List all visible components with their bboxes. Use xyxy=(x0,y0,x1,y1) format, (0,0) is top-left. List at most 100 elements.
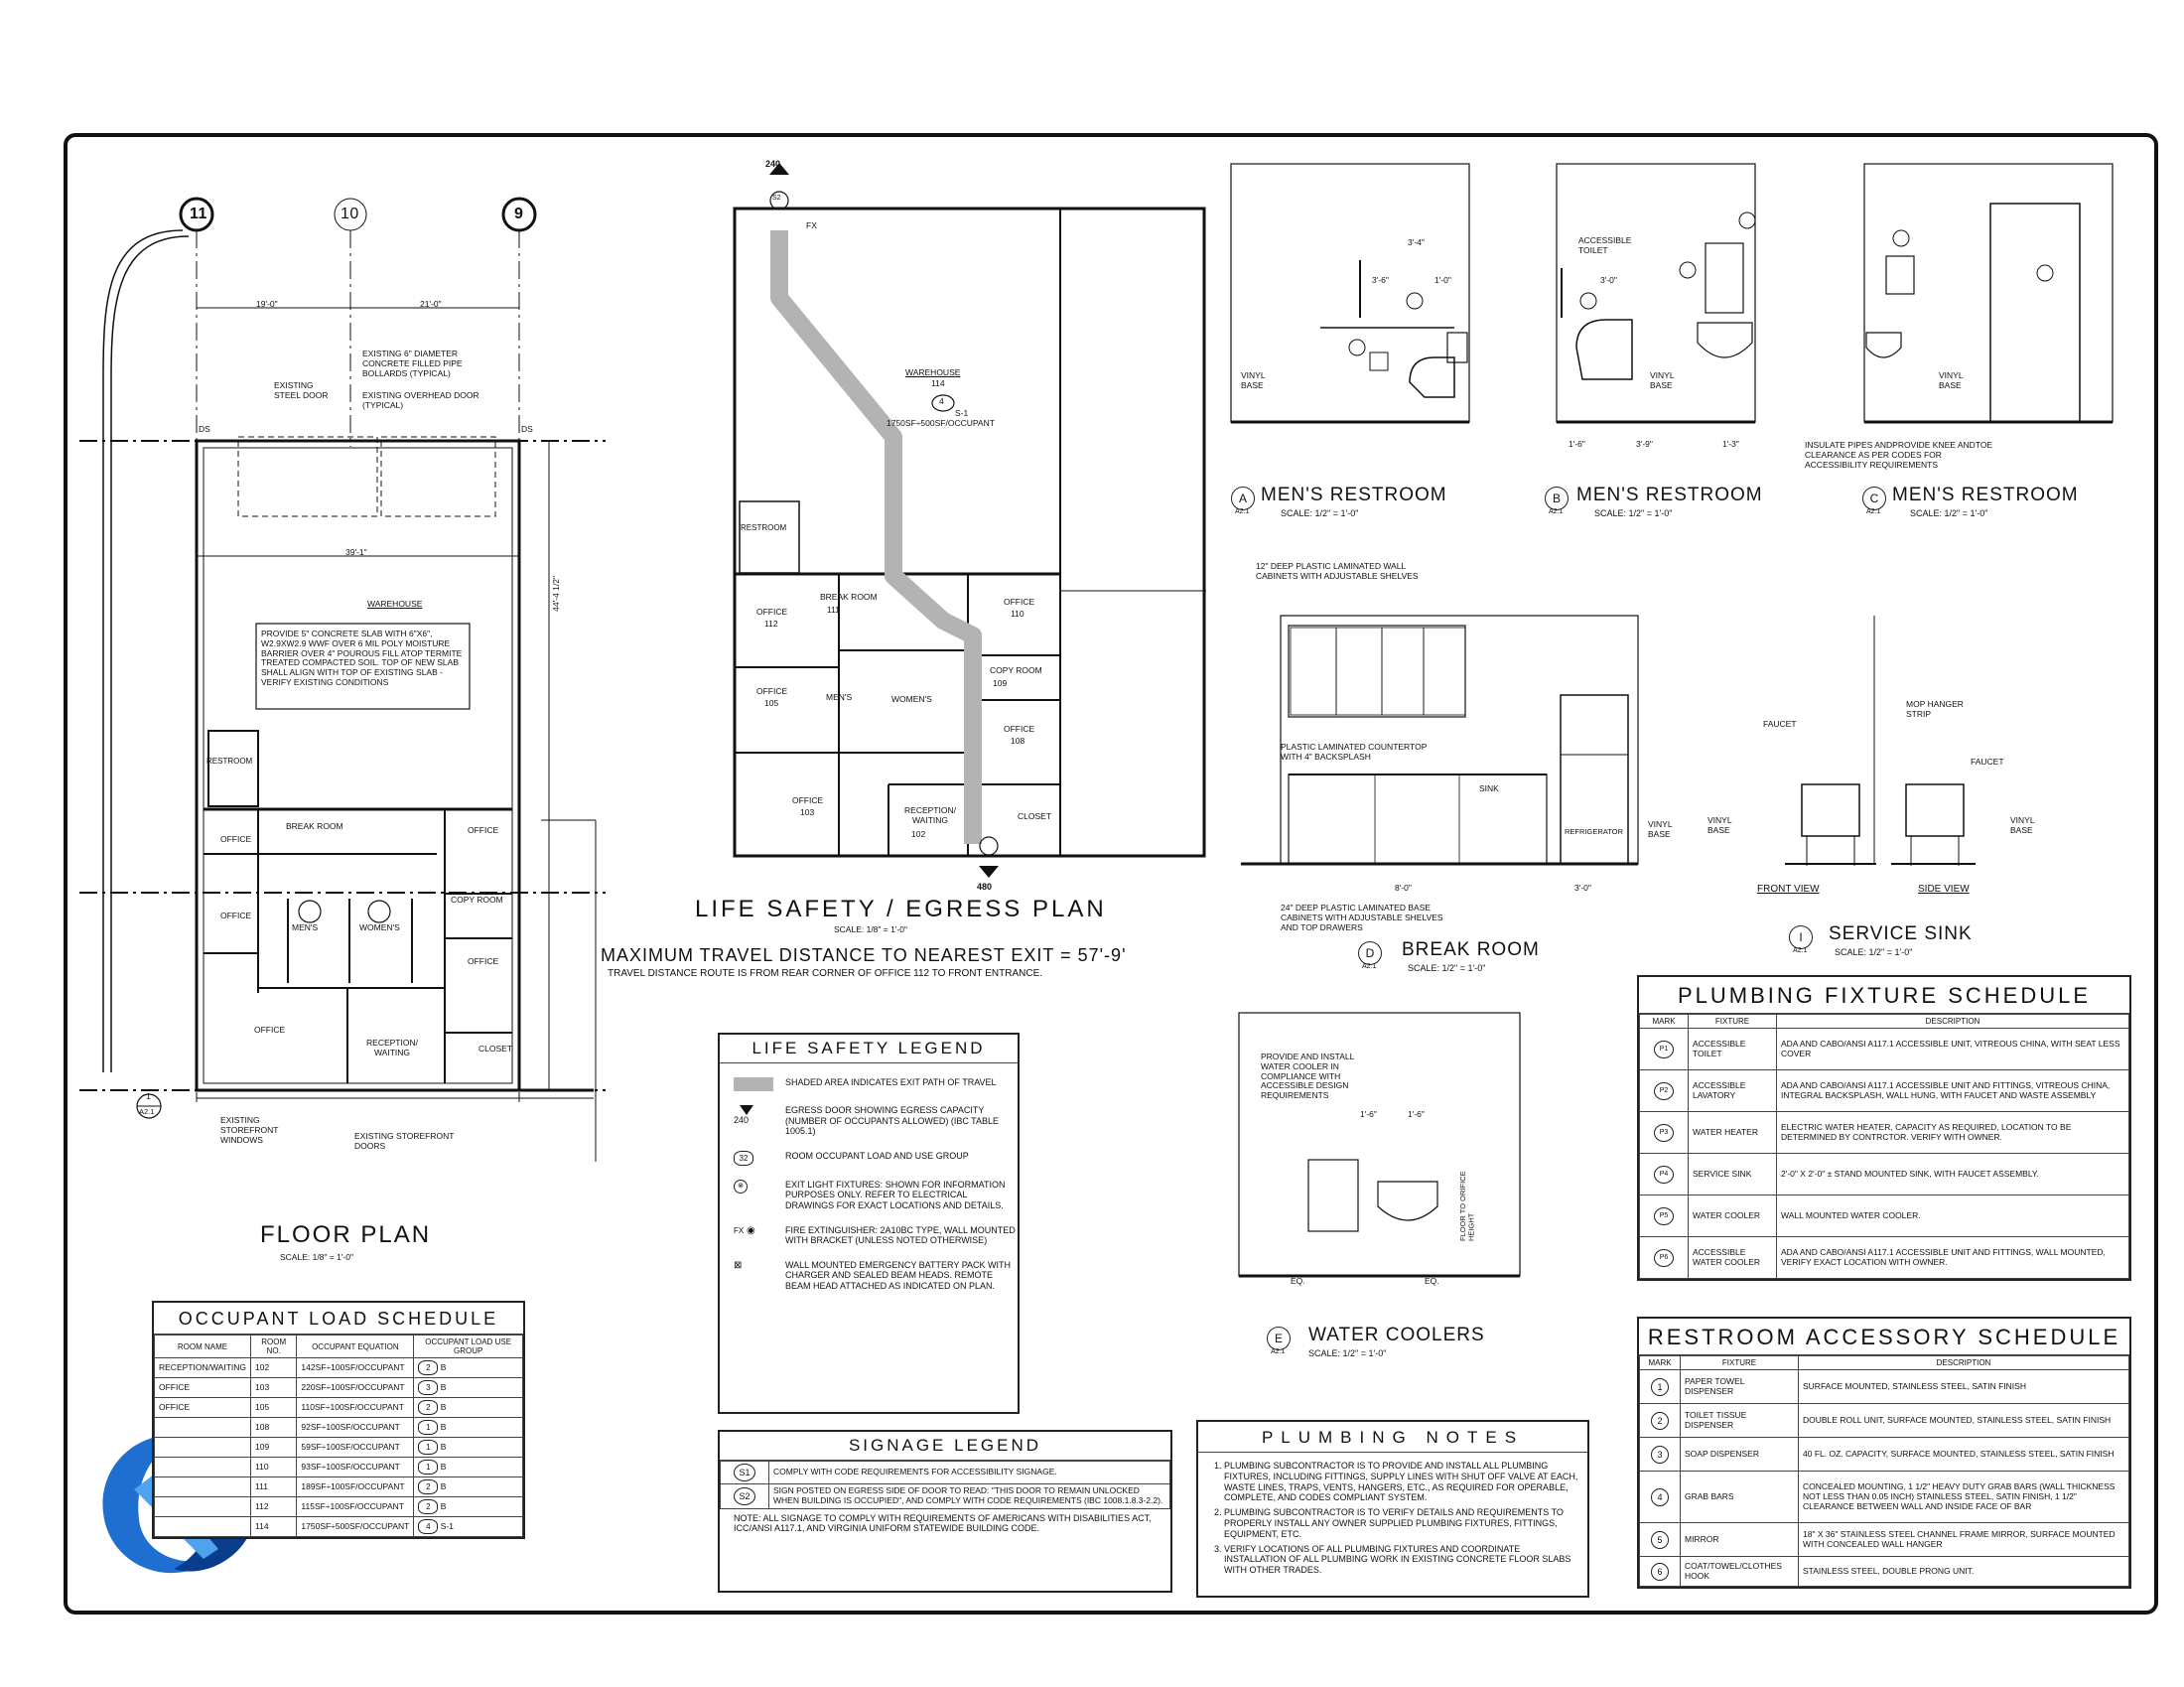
room-office-103: OFFICE xyxy=(792,795,824,805)
mark: P4 xyxy=(1639,1153,1689,1196)
elev-d-scale: SCALE: 1/2" = 1'-0" xyxy=(1408,963,1486,973)
elev-b-dim-39: 3'-9" xyxy=(1636,439,1653,449)
travel-note: TRAVEL DISTANCE ROUTE IS FROM REAR CORNE… xyxy=(608,968,1043,979)
mark-symbol: 4 xyxy=(1651,1487,1669,1506)
room-name xyxy=(154,1516,251,1538)
sink-front-view: FRONT VIEW xyxy=(1757,884,1820,895)
elev-b-dim-30: 3'-0" xyxy=(1600,275,1617,285)
ds-right: DS xyxy=(521,424,533,434)
description: ADA AND CABO/ANSI A117.1 ACCESSIBLE UNIT… xyxy=(1776,1236,2129,1280)
room-no: 109 xyxy=(249,1437,298,1459)
egress-shade-swatch xyxy=(734,1077,785,1091)
note-storefront-windows: EXISTING STOREFRONT WINDOWS xyxy=(220,1115,279,1145)
note-steel-door: EXISTING STEEL DOOR xyxy=(274,380,329,400)
fixture: ACCESSIBLE WATER COOLER xyxy=(1688,1236,1777,1280)
elev-c-letter: C xyxy=(1862,487,1886,510)
occupant-load-schedule: OCCUPANT LOAD SCHEDULE ROOM NAME ROOM NO… xyxy=(152,1301,525,1540)
col-description: DESCRIPTION xyxy=(1798,1354,2129,1371)
occupant-eq: 92sf÷100sf/OCCUPANT xyxy=(296,1417,415,1439)
warehouse-group: S-1 xyxy=(955,408,969,418)
mark: P6 xyxy=(1639,1236,1689,1280)
occupant-load: 2 B xyxy=(413,1476,523,1498)
grid-label-10: 10 xyxy=(341,206,359,222)
plumbing-notes-list: PLUMBING SUBCONTRACTOR IS TO PROVIDE AND… xyxy=(1224,1461,1579,1576)
life-safety-scale: SCALE: 1/8" = 1'-0" xyxy=(834,924,908,934)
warehouse-load: 4 xyxy=(939,396,944,406)
elev-d-dim-30: 3'-0" xyxy=(1574,883,1591,893)
elev-d-letter: D xyxy=(1358,941,1382,965)
sign-text: SIGN POSTED ON EGRESS SIDE OF DOOR TO RE… xyxy=(768,1483,1170,1509)
grid-label-9: 9 xyxy=(514,206,524,222)
restroom-accessory-title: RESTROOM ACCESSORY SCHEDULE xyxy=(1639,1319,2129,1355)
legend-text: EXIT LIGHT FIXTURES: SHOWN FOR INFORMATI… xyxy=(785,1179,1006,1211)
room-name: OFFICE xyxy=(154,1377,251,1399)
dim-39: 39'-1" xyxy=(345,547,367,557)
occupant-load: 1 B xyxy=(413,1417,523,1439)
occupant-eq: 142sf÷100sf/OCCUPANT xyxy=(296,1357,415,1379)
top-exit-capacity: 240 xyxy=(765,159,781,169)
mark-symbol: 1 xyxy=(1651,1377,1669,1396)
use-group: B xyxy=(440,1402,447,1413)
occupant-eq: 189sf÷100sf/OCCUPANT xyxy=(296,1476,415,1498)
elev-a-letter: A xyxy=(1231,487,1255,510)
office-105-no: 105 xyxy=(764,698,779,708)
use-group: B xyxy=(440,1362,447,1373)
use-group: B xyxy=(440,1481,447,1492)
room-name xyxy=(154,1437,251,1459)
elev-a-dim-34: 3'-4" xyxy=(1408,237,1425,247)
load-hex: 2 xyxy=(418,1360,439,1376)
room-reception-fp: RECEPTION/ WAITING xyxy=(366,1038,418,1057)
description: 18" x 36" STAINLESS STEEL CHANNEL FRAME … xyxy=(1798,1522,2129,1558)
fixture: ACCESSIBLE TOILET xyxy=(1688,1028,1777,1071)
dim-19: 19'-0" xyxy=(256,299,278,309)
description: STAINLESS STEEL, DOUBLE PRONG UNIT. xyxy=(1798,1556,2129,1588)
room-office-fp-1: OFFICE xyxy=(220,834,252,844)
col-occupant-eq: OCCUPANT EQUATION xyxy=(296,1334,415,1359)
bottom-exit-capacity: 480 xyxy=(977,882,993,892)
fixture: WATER COOLER xyxy=(1688,1195,1777,1238)
occupant-load-title: OCCUPANT LOAD SCHEDULE xyxy=(154,1303,523,1335)
elevation-d xyxy=(1241,615,1639,866)
fixture: SOAP DISPENSER xyxy=(1680,1437,1799,1473)
elev-e-title: WATER COOLERS xyxy=(1308,1325,1485,1345)
sink-faucet-front: FAUCET xyxy=(1763,719,1797,729)
floor-plan-title: FLOOR PLAN xyxy=(260,1221,432,1248)
cooler-note: PROVIDE AND INSTALL WATER COOLER IN COMP… xyxy=(1261,1052,1354,1101)
elev-b-accessible-toilet: ACCESSIBLE TOILET xyxy=(1578,235,1632,255)
load-hex: 2 xyxy=(418,1400,439,1416)
room-no: 112 xyxy=(249,1496,298,1518)
office-103-no: 103 xyxy=(800,807,815,817)
legend-row-exit-light: ⊗ EXIT LIGHT FIXTURES: SHOWN FOR INFORMA… xyxy=(734,1179,1018,1211)
top-fx: FX xyxy=(806,220,817,230)
elev-a-dim-10: 1'-0" xyxy=(1434,275,1451,285)
elev-e-dim-16b: 1'-6" xyxy=(1408,1109,1425,1119)
room-reception-ls: RECEPTION/ WAITING xyxy=(904,805,956,825)
elev-i-scale: SCALE: 1/2" = 1'-0" xyxy=(1835,947,1913,957)
mark-symbol: P1 xyxy=(1654,1040,1674,1058)
room-closet-ls: CLOSET xyxy=(1018,811,1052,821)
room-name: OFFICE xyxy=(154,1397,251,1419)
room-office-fp-4: OFFICE xyxy=(468,956,499,966)
use-group: B xyxy=(440,1382,447,1393)
load-hex: 3 xyxy=(418,1380,439,1396)
wall-cab-note: 12" DEEP PLASTIC LAMINATED WALL CABINETS… xyxy=(1256,561,1419,581)
elev-d-dim-80: 8'-0" xyxy=(1395,883,1412,893)
room-closet-fp: CLOSET xyxy=(478,1044,513,1054)
mark-symbol: 5 xyxy=(1651,1530,1669,1549)
mark-symbol: P2 xyxy=(1654,1081,1674,1100)
sink-mop-hanger: MOP HANGER STRIP xyxy=(1906,699,1964,719)
load-hex: 1 xyxy=(418,1420,439,1436)
sink-side-view: SIDE VIEW xyxy=(1918,884,1970,895)
mark: 2 xyxy=(1639,1403,1681,1439)
elev-i-letter: I xyxy=(1789,925,1813,949)
elevation-c xyxy=(1863,163,2114,424)
